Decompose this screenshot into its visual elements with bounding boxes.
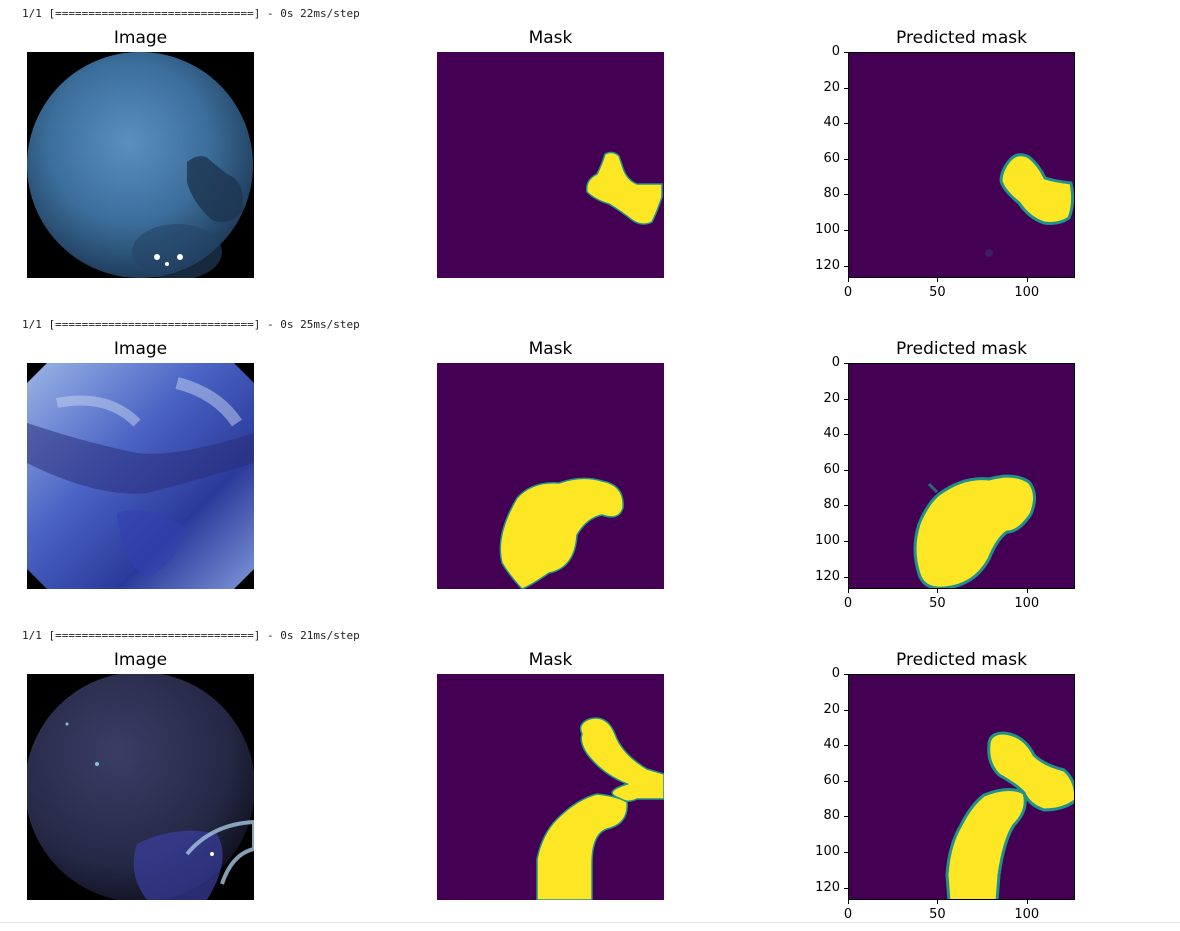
y-tick-mark xyxy=(844,505,848,507)
y-tick-label: 0 xyxy=(831,666,840,681)
x-tick-label: 0 xyxy=(843,596,853,611)
x-tick-label: 0 xyxy=(843,907,853,922)
predicted-mask-plot xyxy=(848,52,1075,278)
progress-log: 1/1 [==============================] - 0… xyxy=(22,318,360,331)
x-tick-label: 0 xyxy=(843,285,853,300)
y-tick-mark xyxy=(844,745,848,747)
predicted-mask-plot xyxy=(848,674,1075,900)
input-image xyxy=(27,674,254,900)
x-tick-label: 50 xyxy=(929,285,946,300)
y-tick-label: 20 xyxy=(823,701,840,717)
x-tick-label: 50 xyxy=(929,596,946,611)
y-tick-mark xyxy=(844,816,848,818)
y-tick-mark xyxy=(844,52,848,53)
predicted-mask-title: Predicted mask xyxy=(896,650,1027,670)
mask-title: Mask xyxy=(528,650,573,670)
x-tick-mark xyxy=(1026,900,1028,904)
y-tick-mark xyxy=(844,540,848,542)
y-tick-mark xyxy=(844,158,848,160)
input-image xyxy=(27,363,254,589)
predicted-mask-title: Predicted mask xyxy=(896,339,1027,359)
y-tick-label: 60 xyxy=(823,772,840,788)
y-tick-mark xyxy=(844,469,848,471)
y-tick-label: 100 xyxy=(815,843,840,859)
x-tick-mark xyxy=(848,900,849,904)
divider xyxy=(0,922,1180,923)
predicted-mask-plot xyxy=(848,363,1075,589)
input-image xyxy=(27,52,254,278)
y-tick-label: 120 xyxy=(815,879,840,895)
y-tick-label: 40 xyxy=(823,115,840,131)
progress-log: 1/1 [==============================] - 0… xyxy=(22,7,360,20)
x-tick-label: 100 xyxy=(1014,285,1040,300)
x-tick-mark xyxy=(848,589,849,593)
x-tick-mark xyxy=(937,589,939,593)
y-tick-mark xyxy=(844,87,848,89)
y-tick-label: 60 xyxy=(823,150,840,166)
image-title: Image xyxy=(113,650,168,670)
y-tick-mark xyxy=(844,265,848,267)
y-tick-mark xyxy=(844,887,848,889)
image-title: Image xyxy=(113,28,168,48)
x-tick-mark xyxy=(1026,589,1028,593)
y-tick-label: 20 xyxy=(823,79,840,95)
y-tick-mark xyxy=(844,229,848,231)
y-tick-mark xyxy=(844,123,848,125)
y-tick-label: 40 xyxy=(823,426,840,442)
predicted-mask-title: Predicted mask xyxy=(896,28,1027,48)
progress-log: 1/1 [==============================] - 0… xyxy=(22,629,360,642)
y-tick-label: 20 xyxy=(823,390,840,406)
x-tick-mark xyxy=(937,278,939,282)
y-tick-label: 80 xyxy=(823,186,840,202)
x-tick-mark xyxy=(937,900,939,904)
y-tick-mark xyxy=(844,194,848,196)
y-tick-label: 100 xyxy=(815,221,840,237)
y-tick-mark xyxy=(844,709,848,711)
ground-truth-mask xyxy=(437,52,664,278)
y-tick-mark xyxy=(844,363,848,364)
y-tick-mark xyxy=(844,398,848,400)
y-tick-label: 0 xyxy=(831,44,840,59)
y-tick-label: 0 xyxy=(831,355,840,370)
x-tick-label: 50 xyxy=(929,907,946,922)
y-tick-label: 120 xyxy=(815,568,840,584)
y-tick-mark xyxy=(844,851,848,853)
y-tick-label: 100 xyxy=(815,532,840,548)
mask-title: Mask xyxy=(528,339,573,359)
y-tick-mark xyxy=(844,434,848,436)
y-tick-mark xyxy=(844,674,848,675)
y-tick-mark xyxy=(844,780,848,782)
ground-truth-mask xyxy=(437,674,664,900)
y-tick-label: 80 xyxy=(823,808,840,824)
mask-title: Mask xyxy=(528,28,573,48)
x-tick-label: 100 xyxy=(1014,907,1040,922)
image-title: Image xyxy=(113,339,168,359)
y-tick-label: 60 xyxy=(823,461,840,477)
x-tick-mark xyxy=(848,278,849,282)
x-tick-label: 100 xyxy=(1014,596,1040,611)
x-tick-mark xyxy=(1026,278,1028,282)
ground-truth-mask xyxy=(437,363,664,589)
y-tick-label: 40 xyxy=(823,737,840,753)
y-tick-label: 80 xyxy=(823,497,840,513)
y-tick-mark xyxy=(844,576,848,578)
y-tick-label: 120 xyxy=(815,257,840,273)
